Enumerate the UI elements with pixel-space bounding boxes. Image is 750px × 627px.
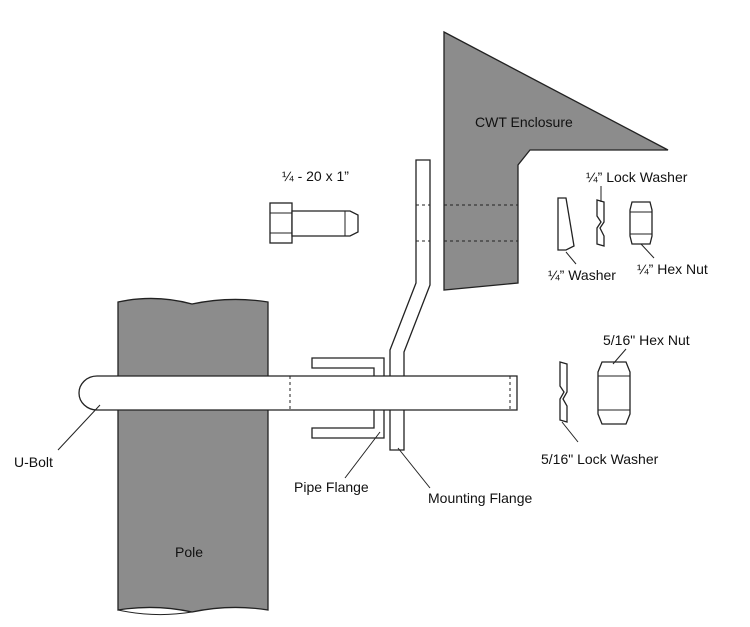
lock-washer-large [560,362,567,422]
label-pole: Pole [175,544,203,560]
cwt-enclosure [444,32,668,290]
label-lock-washer-small: ¼” Lock Washer [586,169,688,185]
label-cwt-enclosure: CWT Enclosure [475,114,573,130]
lock-washer-small [597,200,604,246]
hex-nut-small [630,202,652,244]
label-bolt: ¼ - 20 x 1” [282,168,349,184]
label-hex-nut-small: ¼” Hex Nut [637,261,708,277]
label-u-bolt: U-Bolt [14,454,53,470]
label-pipe-flange: Pipe Flange [294,479,369,495]
label-hex-nut-large: 5/16" Hex Nut [603,332,690,348]
label-washer-small: ¼” Washer [548,267,616,283]
hex-nut-large [598,362,630,424]
washer-small [558,198,574,250]
label-mounting-flange: Mounting Flange [428,490,533,506]
u-bolt [79,376,517,410]
label-lock-washer-large: 5/16" Lock Washer [541,451,659,467]
pole [118,298,268,614]
hex-bolt [270,203,358,243]
